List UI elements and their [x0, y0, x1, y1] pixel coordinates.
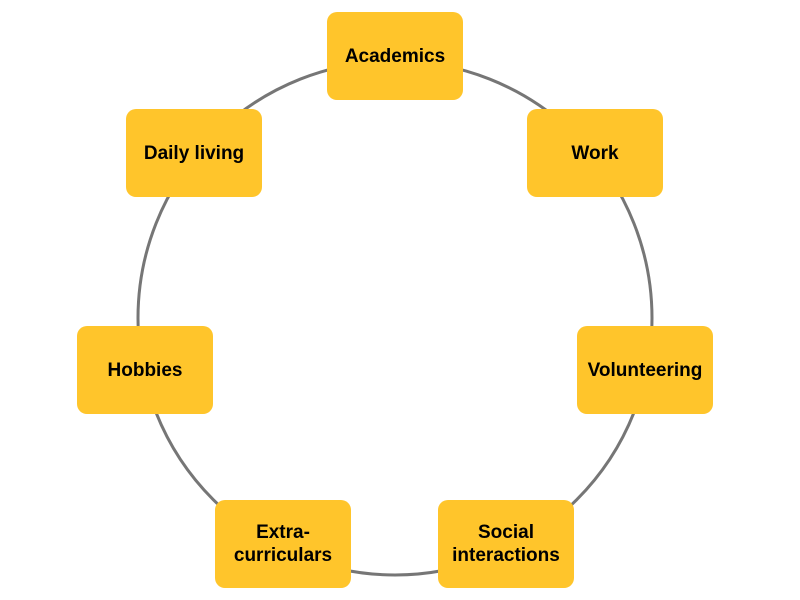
- node-label-daily-living: Daily living: [143, 142, 245, 164]
- node-label-social-interactions: Social interactions: [452, 522, 560, 566]
- node-volunteering: Volunteering: [577, 326, 713, 414]
- node-hobbies: Hobbies: [77, 326, 213, 414]
- node-extracurriculars: Extra- curriculars: [215, 500, 351, 588]
- node-label-extracurriculars: Extra- curriculars: [233, 522, 333, 566]
- node-social-interactions: Social interactions: [438, 500, 574, 588]
- node-label-academics: Academics: [344, 45, 446, 67]
- node-daily-living: Daily living: [126, 109, 262, 197]
- node-label-hobbies: Hobbies: [107, 359, 183, 381]
- node-label-work: Work: [571, 142, 619, 164]
- node-work: Work: [527, 109, 663, 197]
- node-academics: Academics: [327, 12, 463, 100]
- node-label-volunteering: Volunteering: [587, 359, 703, 381]
